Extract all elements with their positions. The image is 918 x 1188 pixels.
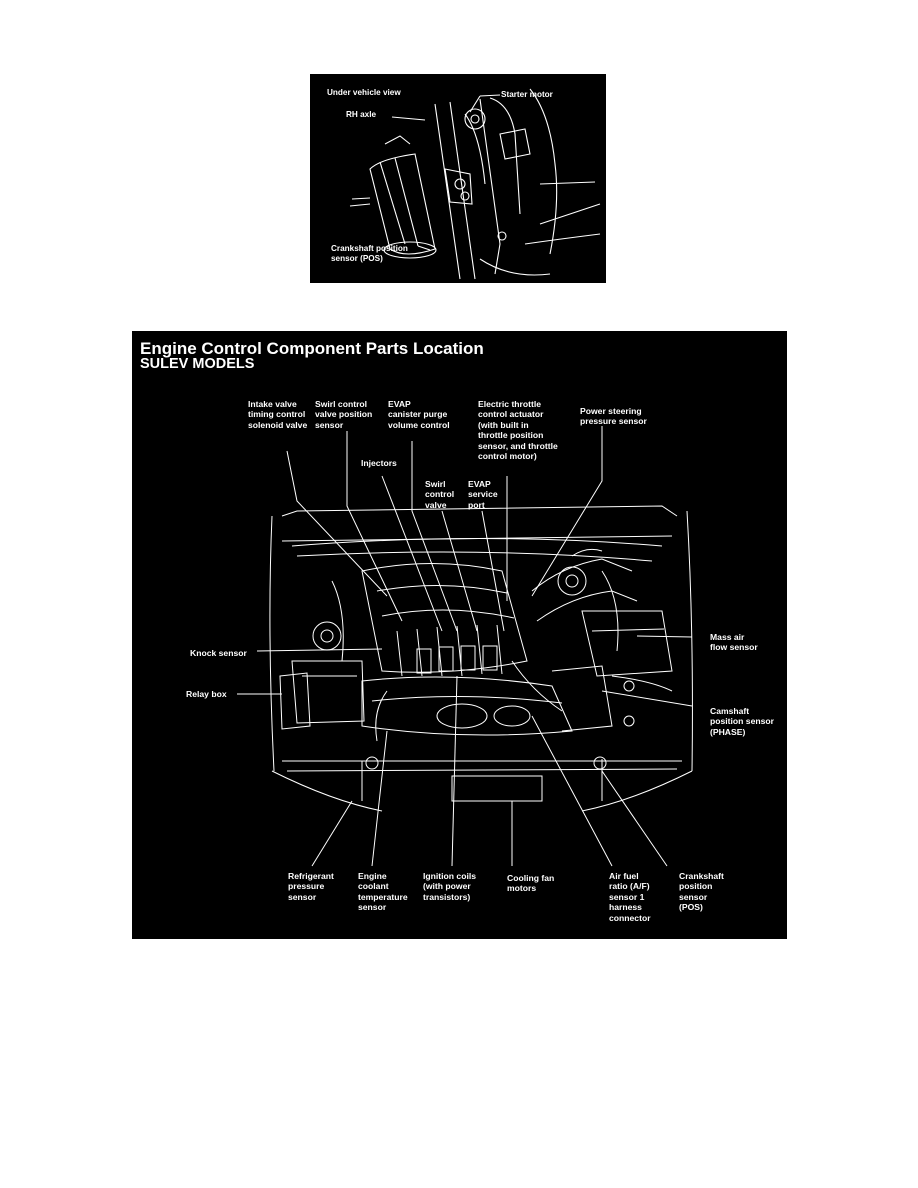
label-injectors: Injectors (361, 458, 397, 468)
label-engine-coolant-temperature-sensor: Engine coolant temperature sensor (358, 871, 408, 913)
label-knock-sensor: Knock sensor (190, 648, 247, 658)
label-swirl-control-valve: Swirl control valve (425, 479, 455, 510)
label-intake-valve-timing: Intake valve timing control solenoid val… (248, 399, 308, 428)
engine-parts-location-figure: Engine Control Component Parts Location … (132, 331, 787, 939)
figure-subtitle: SULEV MODELS (140, 356, 255, 372)
label-refrigerant-pressure-sensor: Refrigerant pressure sensor (288, 871, 334, 902)
label-cooling-fan-motors: Cooling fan motors (507, 873, 555, 894)
label-rh-axle: RH axle (346, 110, 377, 119)
label-starter-motor: Starter motor (501, 90, 553, 99)
label-camshaft-position-sensor: Camshaft position sensor (PHASE) (710, 706, 774, 737)
label-power-steering-sensor: Power steering pressure sensor (580, 406, 647, 427)
view-label: Under vehicle view (327, 88, 401, 97)
figure-title: Engine Control Component Parts Location (140, 339, 484, 358)
label-mass-air-flow-sensor: Mass air flow sensor (710, 632, 758, 653)
label-air-fuel-ratio-sensor: Air fuel ratio (A/F) sensor 1 harness co… (609, 871, 651, 923)
label-crankshaft-position-sensor: Crankshaft position sensor (POS) (331, 244, 408, 263)
under-vehicle-illustration (349, 88, 601, 280)
label-ignition-coils: Ignition coils (with power transistors) (423, 871, 476, 902)
label-electric-throttle-actuator: Electric throttle control actuator (with… (478, 399, 558, 462)
label-evap-canister-purge: EVAP canister purge volume control solen… (388, 399, 450, 428)
under-vehicle-figure: Under vehicle view Starter motor RH axle… (310, 74, 606, 283)
engine-bay-illustration (237, 426, 693, 867)
label-crankshaft-position-sensor-pos: Crankshaft position sensor (POS) (679, 871, 724, 913)
label-swirl-valve-position-sensor: Swirl control valve position sensor (315, 399, 373, 428)
label-evap-service-port: EVAP service port (468, 479, 498, 510)
label-relay-box: Relay box (186, 689, 227, 699)
